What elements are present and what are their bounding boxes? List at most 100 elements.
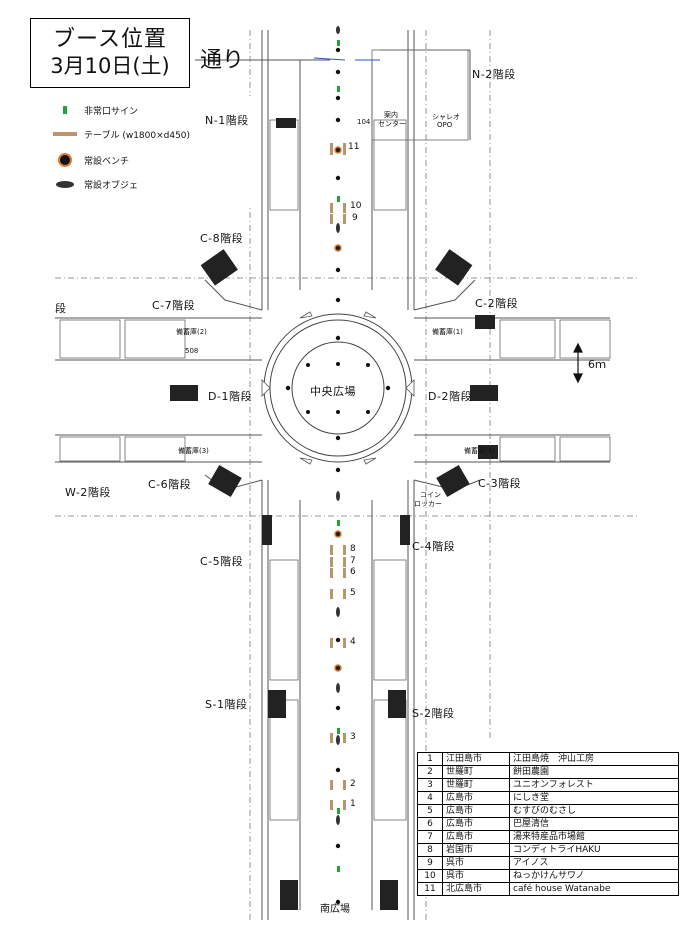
table-row: 3 世羅町 ユニオンフォレスト <box>417 778 679 792</box>
stair-label-c6: C-6階段 <box>148 478 192 491</box>
legend-item-exit: 非常口サイン <box>50 102 138 118</box>
title-date: 3月10日(土) <box>50 54 170 78</box>
table-row: 6 広島市 巴屋清信 <box>417 817 679 831</box>
booth-number-2: 2 <box>350 779 356 789</box>
booth-no-cell: 2 <box>417 765 443 779</box>
booth-name-cell: ユニオンフォレスト <box>509 778 679 792</box>
booth-name-cell: café house Watanabe <box>509 882 679 896</box>
booth-number-7: 7 <box>350 556 356 566</box>
stair-label-n1: N-1階段 <box>205 114 249 127</box>
table-row: 1 江田島市 江田島焼 沖山工房 <box>417 752 679 766</box>
booth-number-6: 6 <box>350 567 356 577</box>
booth-city-cell: 世羅町 <box>442 778 510 792</box>
stair-label-c3: C-3階段 <box>478 477 522 490</box>
booth-no-cell: 11 <box>417 882 443 896</box>
booth-no-cell: 9 <box>417 856 443 870</box>
title-line1: ブース位置 <box>53 27 167 52</box>
booth-no-cell: 10 <box>417 869 443 883</box>
booth-city-cell: 呉市 <box>442 856 510 870</box>
legend: 非常口サイン テーブル (w1800×d450) 常設ベンチ 常設オブジェ <box>50 96 260 208</box>
table-row: 10 呉市 ねっかけんサワノ <box>417 869 679 883</box>
bench-icon <box>50 155 80 165</box>
exit-sign-icon <box>50 106 80 114</box>
booth-number-1: 1 <box>350 799 356 809</box>
stair-label-s2: S-2階段 <box>412 707 455 720</box>
booth-city-cell: 広島市 <box>442 817 510 831</box>
stair-label-d1: D-1階段 <box>208 390 252 403</box>
storage-label-c6: 備蓄庫(3) <box>178 447 209 455</box>
table-row: 8 岩国市 コンディトライHAKU <box>417 843 679 857</box>
room-104-label: 104 <box>357 118 371 126</box>
title-box: ブース位置 3月10日(土) <box>30 18 190 88</box>
booth-name-cell: 湯来特産品市場館 <box>509 830 679 844</box>
info-center-label: 案内 <box>384 111 398 119</box>
central-plaza-label: 中央広場 <box>310 385 356 398</box>
stair-label-s1: S-1階段 <box>205 698 248 711</box>
table-row: 5 広島市 むすびのむさし <box>417 804 679 818</box>
legend-item-table: テーブル (w1800×d450) <box>50 126 190 142</box>
table-row: 7 広島市 湯来特産品市場館 <box>417 830 679 844</box>
booth-number-11: 11 <box>348 142 360 152</box>
table-row: 9 呉市 アイノス <box>417 856 679 870</box>
legend-item-objet: 常設オブジェ <box>50 176 138 192</box>
table-icon <box>50 132 80 136</box>
booth-no-cell: 1 <box>417 752 443 766</box>
storage-label-c2: 備蓄庫(1) <box>432 328 463 336</box>
table-row: 2 世羅町 餅田農園 <box>417 765 679 779</box>
booth-city-cell: 世羅町 <box>442 765 510 779</box>
booth-name-cell: むすびのむさし <box>509 804 679 818</box>
coin-locker-label-2: ロッカー <box>414 500 442 508</box>
stair-label-edge: 段 <box>55 302 67 315</box>
booth-number-8: 8 <box>350 544 356 554</box>
booth-name-cell: にしき堂 <box>509 791 679 805</box>
legend-label: テーブル (w1800×d450) <box>84 130 191 141</box>
stair-label-c2: C-2階段 <box>475 297 519 310</box>
stair-label-c7: C-7階段 <box>152 299 196 312</box>
table-row: 4 広島市 にしき堂 <box>417 791 679 805</box>
booth-name-cell: 巴屋清信 <box>509 817 679 831</box>
stair-label-n2: N-2階段 <box>472 68 516 81</box>
stair-label-c4: C-4階段 <box>412 540 456 553</box>
info-center-label-2: センター <box>378 120 406 128</box>
shop-label: シャレオ <box>432 113 460 121</box>
booth-name-cell: ねっかけんサワノ <box>509 869 679 883</box>
table-row: 11 北広島市 café house Watanabe <box>417 882 679 896</box>
shop-label-2: OPO <box>437 121 453 129</box>
stair-label-w2: W-2階段 <box>65 486 111 499</box>
booth-name-cell: 餅田農園 <box>509 765 679 779</box>
stair-label-d2: D-2階段 <box>428 390 472 403</box>
legend-label: 常設ベンチ <box>84 156 130 167</box>
booth-no-cell: 3 <box>417 778 443 792</box>
booth-city-cell: 広島市 <box>442 830 510 844</box>
legend-item-bench: 常設ベンチ <box>50 152 129 168</box>
booth-name-cell: アイノス <box>509 856 679 870</box>
booth-number-9: 9 <box>352 213 358 223</box>
booth-list-table: 1 江田島市 江田島焼 沖山工房 2 世羅町 餅田農園 3 世羅町 ユニオンフォ… <box>417 752 679 896</box>
booth-name-cell: 江田島焼 沖山工房 <box>509 752 679 766</box>
booth-no-cell: 4 <box>417 791 443 805</box>
booth-city-cell: 岩国市 <box>442 843 510 857</box>
booth-city-cell: 広島市 <box>442 804 510 818</box>
booth-no-cell: 6 <box>417 817 443 831</box>
room-508-label: 508 <box>185 347 199 355</box>
booth-number-4: 4 <box>350 637 356 647</box>
street-label: 通り <box>200 48 245 73</box>
booth-number-10: 10 <box>350 201 362 211</box>
booth-no-cell: 5 <box>417 804 443 818</box>
booth-no-cell: 7 <box>417 830 443 844</box>
booth-number-3: 3 <box>350 732 356 742</box>
storage-label-c7: 備蓄庫(2) <box>176 328 207 336</box>
booth-no-cell: 8 <box>417 843 443 857</box>
booth-city-cell: 江田島市 <box>442 752 510 766</box>
coin-locker-label: コイン <box>420 491 441 499</box>
width-marker-label: 6ｍ <box>588 358 606 371</box>
objet-icon <box>50 180 80 188</box>
booth-city-cell: 呉市 <box>442 869 510 883</box>
legend-label: 常設オブジェ <box>84 180 139 191</box>
booth-number-5: 5 <box>350 588 356 598</box>
booth-city-cell: 北広島市 <box>442 882 510 896</box>
south-plaza-label: 南広場 <box>320 904 350 915</box>
stair-label-c8: C-8階段 <box>200 232 244 245</box>
storage-label-c3: 備蓄庫(4) <box>464 447 495 455</box>
